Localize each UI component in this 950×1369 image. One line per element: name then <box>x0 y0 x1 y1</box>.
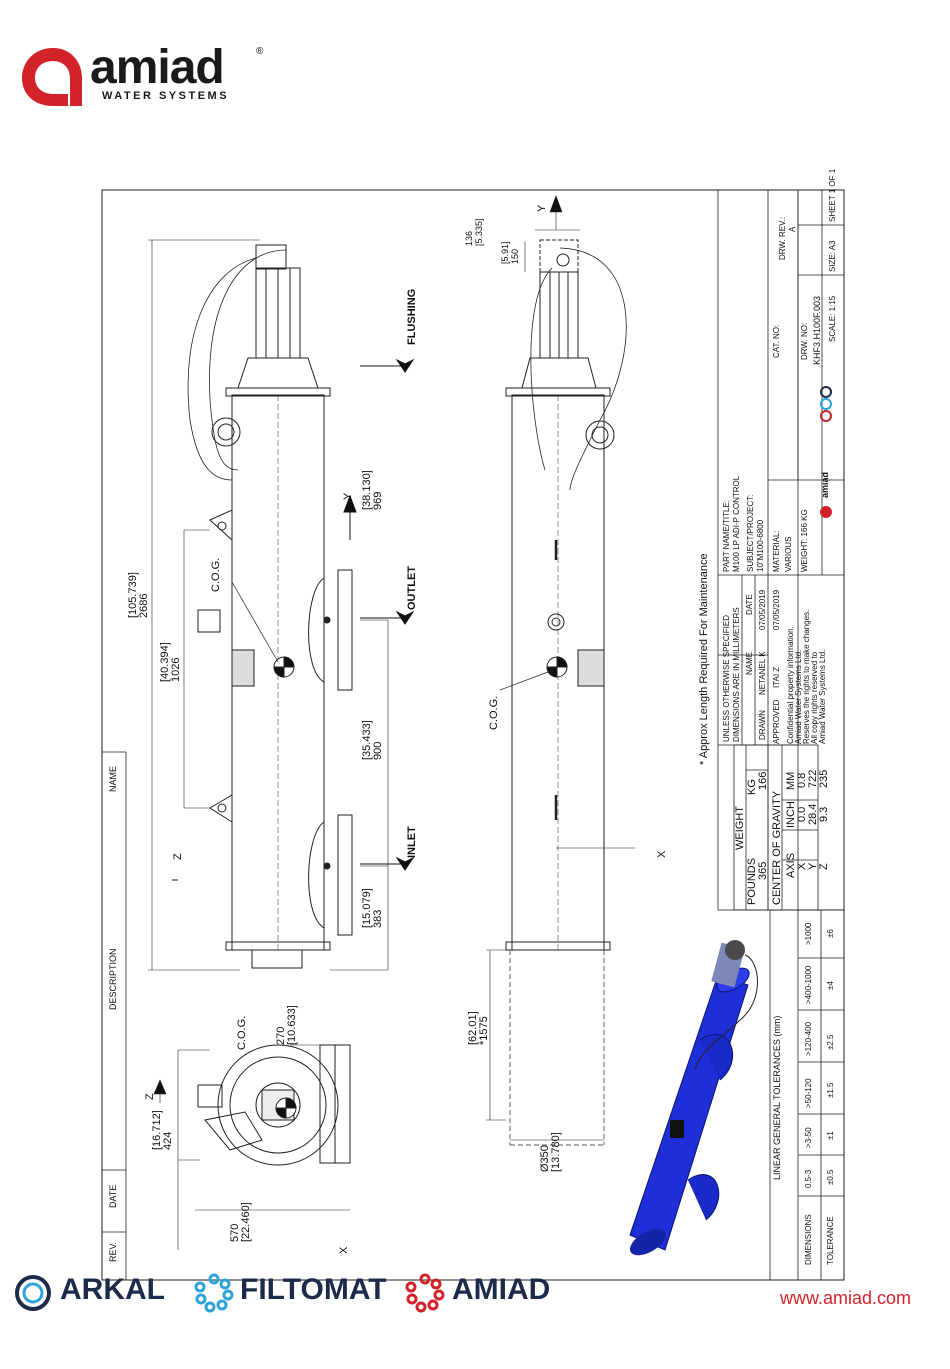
brand-tagline: WATER SYSTEMS <box>102 90 230 102</box>
tolerance-title: LINEAR GENERAL TOLERANCES (mm) <box>772 1015 782 1180</box>
tol-val-0: ±0.5 <box>826 1169 835 1185</box>
amiad-logo: amiad ® WATER SYSTEMS <box>18 40 263 110</box>
drw-rev-label: DRW. REV.: <box>778 216 787 260</box>
cog-row-z-inch: 9.3 <box>818 806 830 822</box>
amiad-footer-brand: AMIAD <box>452 1273 551 1306</box>
arkal-brand: ARKAL <box>60 1273 165 1306</box>
cog-label-side: C.O.G. <box>210 557 222 592</box>
overall-length-dim: [105.739] 2686 <box>127 572 150 618</box>
title-date-label: DATE <box>745 594 754 615</box>
title-name-label: NAME <box>745 651 754 675</box>
registered-mark: ® <box>256 46 264 57</box>
subject-label: SUBJECT/PROJECT: <box>746 494 755 572</box>
tol-val-5: ±6 <box>826 929 835 938</box>
tol-dim-1: >3-50 <box>804 1127 813 1148</box>
tol-dim-0: 0.5-3 <box>804 1169 813 1188</box>
rev-label: REV. <box>108 1241 118 1262</box>
tol-val-3: ±2.5 <box>826 1034 835 1050</box>
rev-date-label: DATE <box>108 1184 118 1208</box>
rev-name-label: NAME <box>108 765 118 792</box>
width-570-dim: 570 [22.460] <box>229 1202 252 1242</box>
flushing-label: FLUSHING <box>406 288 418 345</box>
end-view <box>197 1044 351 1166</box>
axis-x-end: X <box>338 1246 350 1254</box>
cog-table-title: CENTER OF GRAVITY <box>771 790 783 905</box>
units-note-1: UNLESS OTHERWISE SPECIFIED <box>722 615 731 742</box>
filtomat-brand: FILTOMAT <box>240 1273 387 1306</box>
width-136-dim: 136 [5.335] <box>464 218 484 246</box>
weight-title: WEIGHT <box>734 806 746 850</box>
subject-value: 10"M100-6800 <box>756 519 765 572</box>
weight-kg: 166 <box>757 771 769 790</box>
height-424-dim: [16.712] 424 <box>151 1110 174 1150</box>
maintenance-dim: [62.01] *1575 <box>467 1011 490 1045</box>
weight-line: WEIGHT: 166 KG <box>800 509 809 572</box>
confidential-5: Amiad Water Systems Ltd. <box>818 649 827 744</box>
tol-dimensions-label: DIMENSIONS <box>804 1214 813 1265</box>
tol-val-1: ±1 <box>826 1131 835 1140</box>
amiad-footer-icon <box>405 1273 445 1313</box>
axis-x-top: X <box>656 850 668 858</box>
outlet-dim: [38.130] 969 <box>361 470 384 510</box>
axis-z-end: Z <box>144 1093 156 1100</box>
drawn-label: DRAWN <box>758 710 767 740</box>
website-link[interactable]: www.amiad.com <box>780 1288 912 1308</box>
filter-3d-render <box>629 940 758 1256</box>
tol-val-4: ±4 <box>826 981 835 990</box>
title-block-brand: amiad <box>820 471 830 498</box>
top-view <box>499 239 627 1146</box>
tol-dim-2: >50-120 <box>804 1078 813 1108</box>
tol-tolerance-label: TOLERANCE <box>826 1216 835 1265</box>
axis-y-side: Y <box>342 492 354 500</box>
axis-y-top: Y <box>536 204 548 212</box>
drawn-name: NETANEL K <box>758 651 767 695</box>
amiad-logo-mark <box>22 48 82 106</box>
cog-label-end: C.O.G. <box>236 1015 248 1050</box>
drw-no-label: DRW. NO: <box>800 322 809 360</box>
cog-row-z-axis: Z <box>818 863 830 870</box>
approved-date: 07/05/2019 <box>772 589 781 630</box>
maintenance-note: * Approx Length Required For Maintenance <box>698 553 710 765</box>
approved-label: APPROVED <box>772 699 781 744</box>
cat-no-label: CAT. NO: <box>772 324 781 358</box>
part-name-value: M100 LP ADI-P CONTROL <box>732 475 741 572</box>
diameter-dim: Ø350 [13.780] <box>539 1132 562 1172</box>
approved-name: ITAI Z <box>772 666 781 688</box>
cog-row-z-mm: 235 <box>818 769 830 788</box>
inlet-dim: [15.079] 383 <box>361 888 384 928</box>
material-label: MATERIAL: <box>772 530 781 572</box>
size-label: SIZE: A3 <box>828 240 837 272</box>
filtomat-logo-icon <box>194 1273 234 1313</box>
inlet-label: INLET <box>406 826 418 858</box>
drw-no-value: KHF3.H100F.003 <box>812 295 822 365</box>
sheet-label: SHEET 1 OF 1 <box>828 168 837 222</box>
axis-z-side: Z <box>172 853 184 860</box>
footer: ARKAL FILTOMAT AMIAD www.amiad.com <box>0 1270 950 1320</box>
tol-dim-3: >120-400 <box>804 1021 813 1056</box>
material-value: VARIOUS <box>784 536 793 572</box>
drawn-date: 07/05/2019 <box>758 589 767 630</box>
cog-span-dim: [40.394] 1026 <box>159 642 182 682</box>
width-150-dim: [5.91] 150 <box>500 241 520 264</box>
width-270-dim: 270 [10.633] <box>275 1005 298 1045</box>
part-name-label: PART NAME/TITLE: <box>722 499 731 572</box>
side-view <box>187 244 353 969</box>
inlet-outlet-dim: [35.433] 900 <box>361 720 384 760</box>
arkal-logo-icon <box>15 1275 51 1311</box>
outlet-label: OUTLET <box>406 566 418 610</box>
brand-name: amiad <box>90 41 225 94</box>
drw-rev-value: A <box>788 226 797 232</box>
tol-dim-5: >1000 <box>804 922 813 945</box>
tol-dim-4: >400-1000 <box>804 965 813 1004</box>
tol-val-2: ±1.5 <box>826 1082 835 1098</box>
scale-label: SCALE: 1:15 <box>828 295 837 342</box>
weight-pounds: 365 <box>757 861 769 880</box>
units-note-2: DIMENSIONS ARE IN MILLIMETERS <box>732 607 741 742</box>
rev-description-label: DESCRIPTION <box>108 948 118 1010</box>
cog-label-top: C.O.G. <box>488 695 500 730</box>
